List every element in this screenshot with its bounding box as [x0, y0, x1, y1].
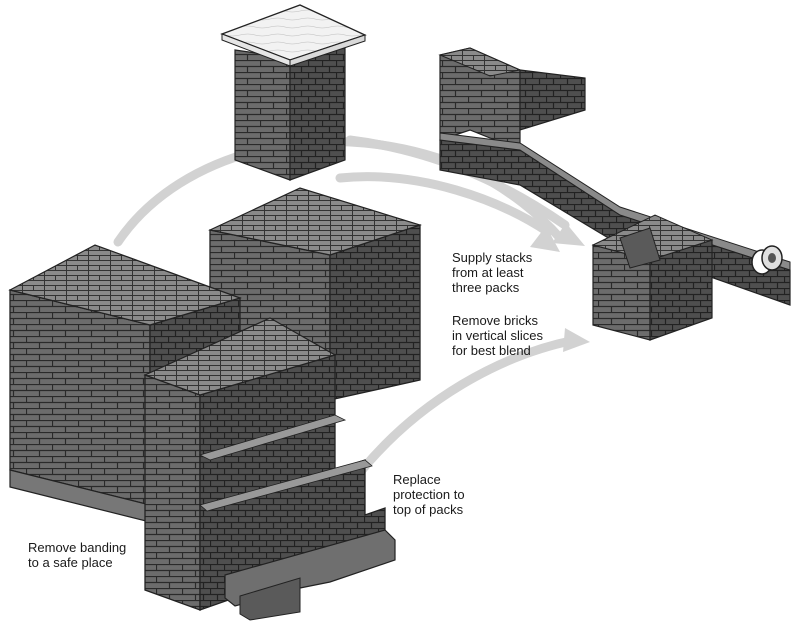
arrow-middle-pack — [335, 172, 553, 237]
brick-pier — [220, 4, 367, 181]
arrow-right-pack — [357, 335, 580, 475]
arrow-head-3 — [563, 328, 590, 352]
pallet-front — [224, 529, 396, 607]
supply-stacks-caption: Supply stacks from at least three packs — [452, 250, 533, 295]
arrow-head-2 — [530, 226, 560, 252]
target-pier — [591, 214, 714, 341]
vertical-slices-caption: Remove bricks in vertical slices for bes… — [452, 313, 544, 358]
line-roll — [751, 245, 783, 275]
brick-pack-front — [143, 317, 396, 621]
remove-banding-caption: Remove banding to a safe place — [28, 540, 127, 570]
replace-protection-caption: Replace protection to top of packs — [393, 472, 465, 517]
arrow-heads — [530, 223, 590, 352]
arrow-head-1 — [552, 223, 585, 246]
